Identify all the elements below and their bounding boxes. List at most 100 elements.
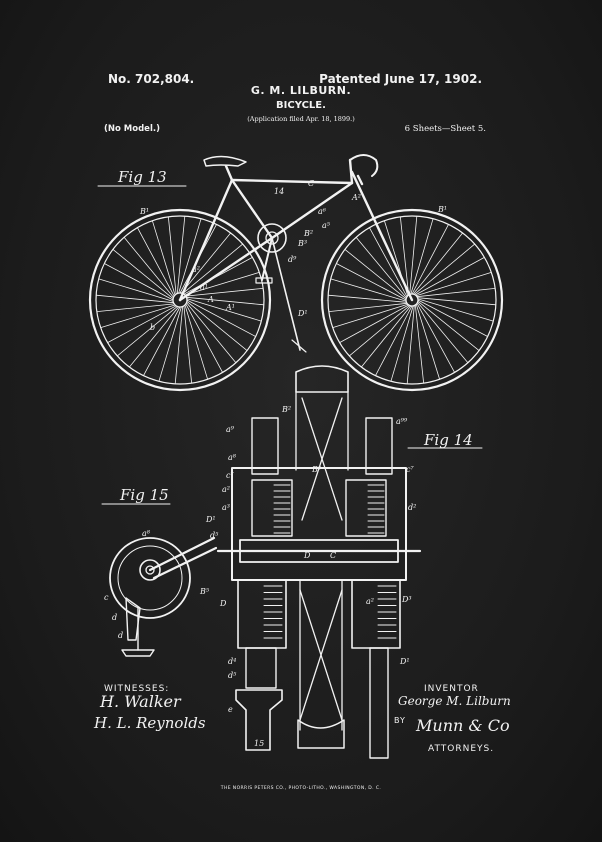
svg-text:B⁵: B⁵ (199, 587, 210, 596)
svg-text:B²: B² (281, 405, 291, 414)
svg-text:14: 14 (274, 187, 284, 196)
svg-text:a⁶: a⁶ (318, 207, 327, 216)
wheel-spoke (344, 249, 407, 300)
fig-14-hub-section: Fig 14 (216, 365, 483, 759)
witness-signature-1: H. Walker (100, 692, 181, 711)
wheel-spoke (184, 271, 260, 296)
wheel-spoke (158, 306, 182, 382)
svg-text:B³: B³ (311, 465, 321, 474)
wheel-spoke (95, 294, 174, 304)
wheel-spoke (183, 257, 253, 295)
svg-text:b: b (150, 323, 155, 332)
svg-text:a⁹⁹: a⁹⁹ (396, 417, 408, 426)
application-filed: (Application filed Apr. 18, 1899.) (247, 115, 355, 123)
wheel-spoke (410, 218, 434, 295)
wheel-spoke (186, 302, 237, 364)
svg-text:D: D (303, 551, 311, 560)
wheel-spoke (186, 298, 262, 322)
wheel-spoke (330, 278, 407, 302)
wheel-spoke (332, 303, 409, 329)
wheel-spoke (339, 304, 410, 343)
wheel-spoke (100, 304, 176, 329)
svg-text:C: C (330, 551, 336, 560)
fig-13-bicycle: Fig 13 (88, 154, 504, 392)
svg-text:D¹: D¹ (297, 309, 308, 318)
svg-text:a²: a² (366, 597, 374, 606)
wheel-spoke (186, 296, 265, 306)
wheel-spoke (123, 236, 174, 298)
wheel-spoke (355, 236, 407, 299)
wheel-spoke (417, 298, 494, 322)
svg-text:d²: d² (408, 503, 416, 512)
printer-line: THE NORRIS PETERS CO., PHOTO-LITHO., WAS… (220, 786, 382, 791)
svg-text:c⁷: c⁷ (406, 465, 414, 474)
wheel-spoke (185, 303, 223, 373)
by-label: BY (394, 716, 406, 725)
witnesses-label: WITNESSES: (104, 684, 170, 694)
wheel-spoke (98, 278, 174, 302)
wheel-spoke (415, 271, 492, 297)
wheel-spoke (413, 243, 476, 295)
wheel-spoke (178, 218, 202, 294)
wheel-spoke (416, 287, 496, 298)
attorney-signature: Munn & Co (416, 716, 510, 735)
wheel-spoke (417, 300, 480, 351)
patent-date: Patented June 17, 1902. (319, 72, 482, 86)
svg-text:D¹: D¹ (205, 515, 216, 524)
wheel-spoke (417, 299, 489, 337)
wheel-spoke (176, 215, 186, 294)
wheel-spoke (369, 227, 408, 298)
attorneys-label: ATTORNEYS. (428, 744, 495, 754)
fig-14-label: Fig 14 (423, 431, 473, 449)
witness-signature-2: H. L. Reynolds (94, 714, 206, 732)
wheel-spoke (409, 215, 418, 295)
wheel-spoke (414, 257, 485, 296)
wheel-spoke (335, 263, 407, 301)
svg-text:a¹: a¹ (200, 283, 208, 292)
svg-text:a²: a² (222, 485, 230, 494)
wheel-spoke (186, 300, 248, 351)
svg-text:d: d (118, 631, 123, 640)
wheel-spoke (167, 216, 177, 295)
fig-15-label: Fig 15 (119, 486, 169, 504)
svg-text:a⁸: a⁸ (142, 529, 151, 538)
wheel-spoke (180, 232, 231, 294)
wheel-spoke (328, 302, 408, 313)
svg-text:A²: A² (351, 193, 361, 202)
svg-text:15: 15 (254, 739, 264, 748)
svg-text:a²: a² (192, 265, 200, 274)
svg-text:d⁵: d⁵ (210, 531, 219, 540)
wheel-spoke (151, 220, 176, 296)
wheel-spoke (412, 232, 463, 295)
wheel-spoke (375, 305, 413, 377)
patent-number: No. 702,804. (108, 72, 195, 86)
svg-text:B¹: B¹ (437, 205, 447, 214)
svg-text:a⁹: a⁹ (226, 425, 235, 434)
wheel-spoke (184, 304, 209, 380)
svg-text:a⁵: a⁵ (322, 221, 331, 230)
drive-mechanism (179, 223, 307, 353)
svg-text:D¹: D¹ (399, 657, 410, 666)
wheel-spoke (103, 263, 174, 301)
wheel-spoke (112, 249, 174, 300)
svg-text:A¹: A¹ (225, 303, 235, 312)
svg-text:B¹: B¹ (139, 207, 149, 216)
wheel-spoke (348, 305, 411, 357)
svg-text:c: c (104, 593, 109, 602)
wheel-spoke (185, 287, 264, 297)
wheel-spoke (116, 306, 178, 357)
inventor-label: INVENTOR (424, 684, 479, 694)
wheel-spoke (137, 227, 175, 297)
model-note: (No Model.) (104, 124, 160, 134)
svg-text:B²: B² (303, 229, 313, 238)
wheel-spoke (406, 305, 415, 385)
front-wheel (320, 208, 504, 392)
svg-text:D³: D³ (401, 595, 412, 604)
wheel-spoke (416, 302, 455, 373)
svg-text:B³: B³ (297, 239, 307, 248)
